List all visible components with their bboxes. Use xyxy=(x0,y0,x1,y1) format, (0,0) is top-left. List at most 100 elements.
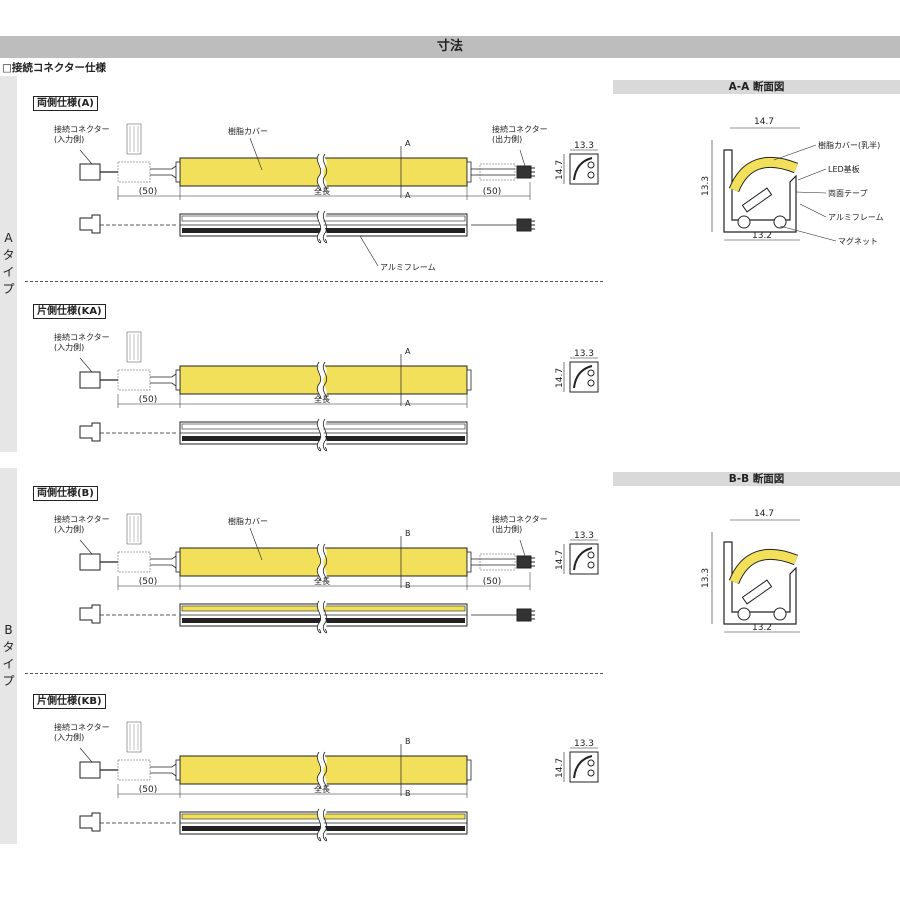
resin-cover-section xyxy=(729,549,798,584)
leader-line xyxy=(79,357,93,373)
variant-label: 両側仕様(B) xyxy=(33,486,98,501)
end-view-detail xyxy=(587,769,595,777)
end-cap xyxy=(466,759,472,781)
end-height-label: 14.7 xyxy=(555,550,565,570)
end-view-detail xyxy=(587,369,595,377)
leader-line xyxy=(797,168,827,181)
cable xyxy=(150,382,181,390)
output-connector-label: 接続コネクター xyxy=(492,514,548,524)
end-view-cover xyxy=(573,547,593,571)
led-board-section xyxy=(741,187,773,213)
input-connector xyxy=(79,553,101,571)
end-cap xyxy=(466,551,472,573)
end-view-cover xyxy=(573,755,593,779)
resin-cover-label: 樹脂カバー xyxy=(228,126,268,136)
variant-label: 両側仕様(A) xyxy=(33,96,98,111)
aluminum-frame-section xyxy=(723,149,797,233)
page-title: 寸法 xyxy=(0,36,900,58)
output-connector xyxy=(516,165,532,179)
input-connector-label: (入力側) xyxy=(54,342,84,352)
cable-tag xyxy=(117,551,151,573)
leader-line xyxy=(249,527,263,561)
section-height: 13.3 xyxy=(701,568,711,588)
end-width-label: 13.3 xyxy=(574,739,594,749)
cable-tag xyxy=(117,161,151,183)
end-height-label: 14.7 xyxy=(555,160,565,180)
connector-side-view xyxy=(79,422,101,442)
break-line xyxy=(316,361,322,399)
divider xyxy=(25,281,603,282)
output-connector xyxy=(516,218,532,232)
divider xyxy=(25,673,603,674)
full-length-label: 全長 xyxy=(314,784,330,794)
input-connector-label: (入力側) xyxy=(54,134,84,144)
end-cap xyxy=(466,161,472,183)
break-line xyxy=(316,808,322,842)
end-width-label: 13.3 xyxy=(574,531,594,541)
end-width-label: 13.3 xyxy=(574,141,594,151)
output-connector xyxy=(516,555,532,569)
leader-line xyxy=(773,144,817,161)
lead-length-label: (50) xyxy=(139,187,157,197)
end-view-detail xyxy=(587,759,595,767)
lead-length-label: (50) xyxy=(483,577,501,587)
lead-length-label: (50) xyxy=(139,395,157,405)
connector-side-view xyxy=(79,812,101,832)
magnet-section xyxy=(773,215,787,229)
input-connector-label: (入力側) xyxy=(54,732,84,742)
section-height: 13.3 xyxy=(701,176,711,196)
input-connector-label: 接続コネクター xyxy=(54,514,110,524)
section-title-b: B-B 断面図 xyxy=(613,472,900,486)
end-height-label: 14.7 xyxy=(555,368,565,388)
end-view-detail xyxy=(587,379,595,387)
type-a-label: A タ イ プ xyxy=(2,231,15,296)
type-b-label: B タ イ プ xyxy=(2,623,15,688)
break-line xyxy=(316,210,322,244)
end-view-cover xyxy=(573,157,593,181)
input-connector xyxy=(79,371,101,389)
cable xyxy=(150,564,181,572)
section-marker: B xyxy=(405,529,411,538)
cable xyxy=(150,772,181,780)
break-line xyxy=(316,543,322,581)
led-board-section xyxy=(741,579,773,605)
break-line xyxy=(322,751,328,789)
section-callout: 両面テープ xyxy=(828,189,868,198)
section-marker: B xyxy=(405,789,411,798)
end-view-detail xyxy=(587,161,595,169)
leader-line xyxy=(79,539,93,555)
break-line xyxy=(322,600,328,634)
end-cap xyxy=(466,369,472,391)
input-connector-label: 接続コネクター xyxy=(54,332,110,342)
cable xyxy=(150,174,181,182)
section-width-top: 14.7 xyxy=(754,117,774,127)
section-callout: 樹脂カバー(乳半) xyxy=(818,140,880,150)
end-view-cover xyxy=(573,365,593,389)
cable-tag xyxy=(479,553,516,571)
cable xyxy=(150,162,181,170)
variant-label: 片側仕様(KA) xyxy=(33,304,106,319)
lead-length-label: (50) xyxy=(139,577,157,587)
end-cap xyxy=(175,161,181,183)
resin-cover-section xyxy=(729,157,798,192)
leader-line xyxy=(799,203,827,218)
break-line xyxy=(322,210,328,244)
section-marker: B xyxy=(405,737,411,746)
section-title-a: A-A 断面図 xyxy=(613,80,900,94)
section-callout: マグネット xyxy=(838,236,878,246)
break-line xyxy=(322,543,328,581)
cable xyxy=(150,760,181,768)
input-connector xyxy=(79,163,101,181)
break-line xyxy=(322,808,328,842)
section-callout: アルミフレーム xyxy=(828,213,884,222)
section-width-bottom: 13.2 xyxy=(752,623,772,633)
leader-line xyxy=(519,539,526,557)
connector-side-view xyxy=(79,214,101,234)
cable-tag xyxy=(479,163,516,181)
output-connector-label: (出力側) xyxy=(492,134,522,144)
type-band-b: B タ イ プ xyxy=(0,468,17,844)
full-length-label: 全長 xyxy=(314,186,330,196)
break-line xyxy=(322,153,328,191)
leader-line xyxy=(779,225,837,242)
